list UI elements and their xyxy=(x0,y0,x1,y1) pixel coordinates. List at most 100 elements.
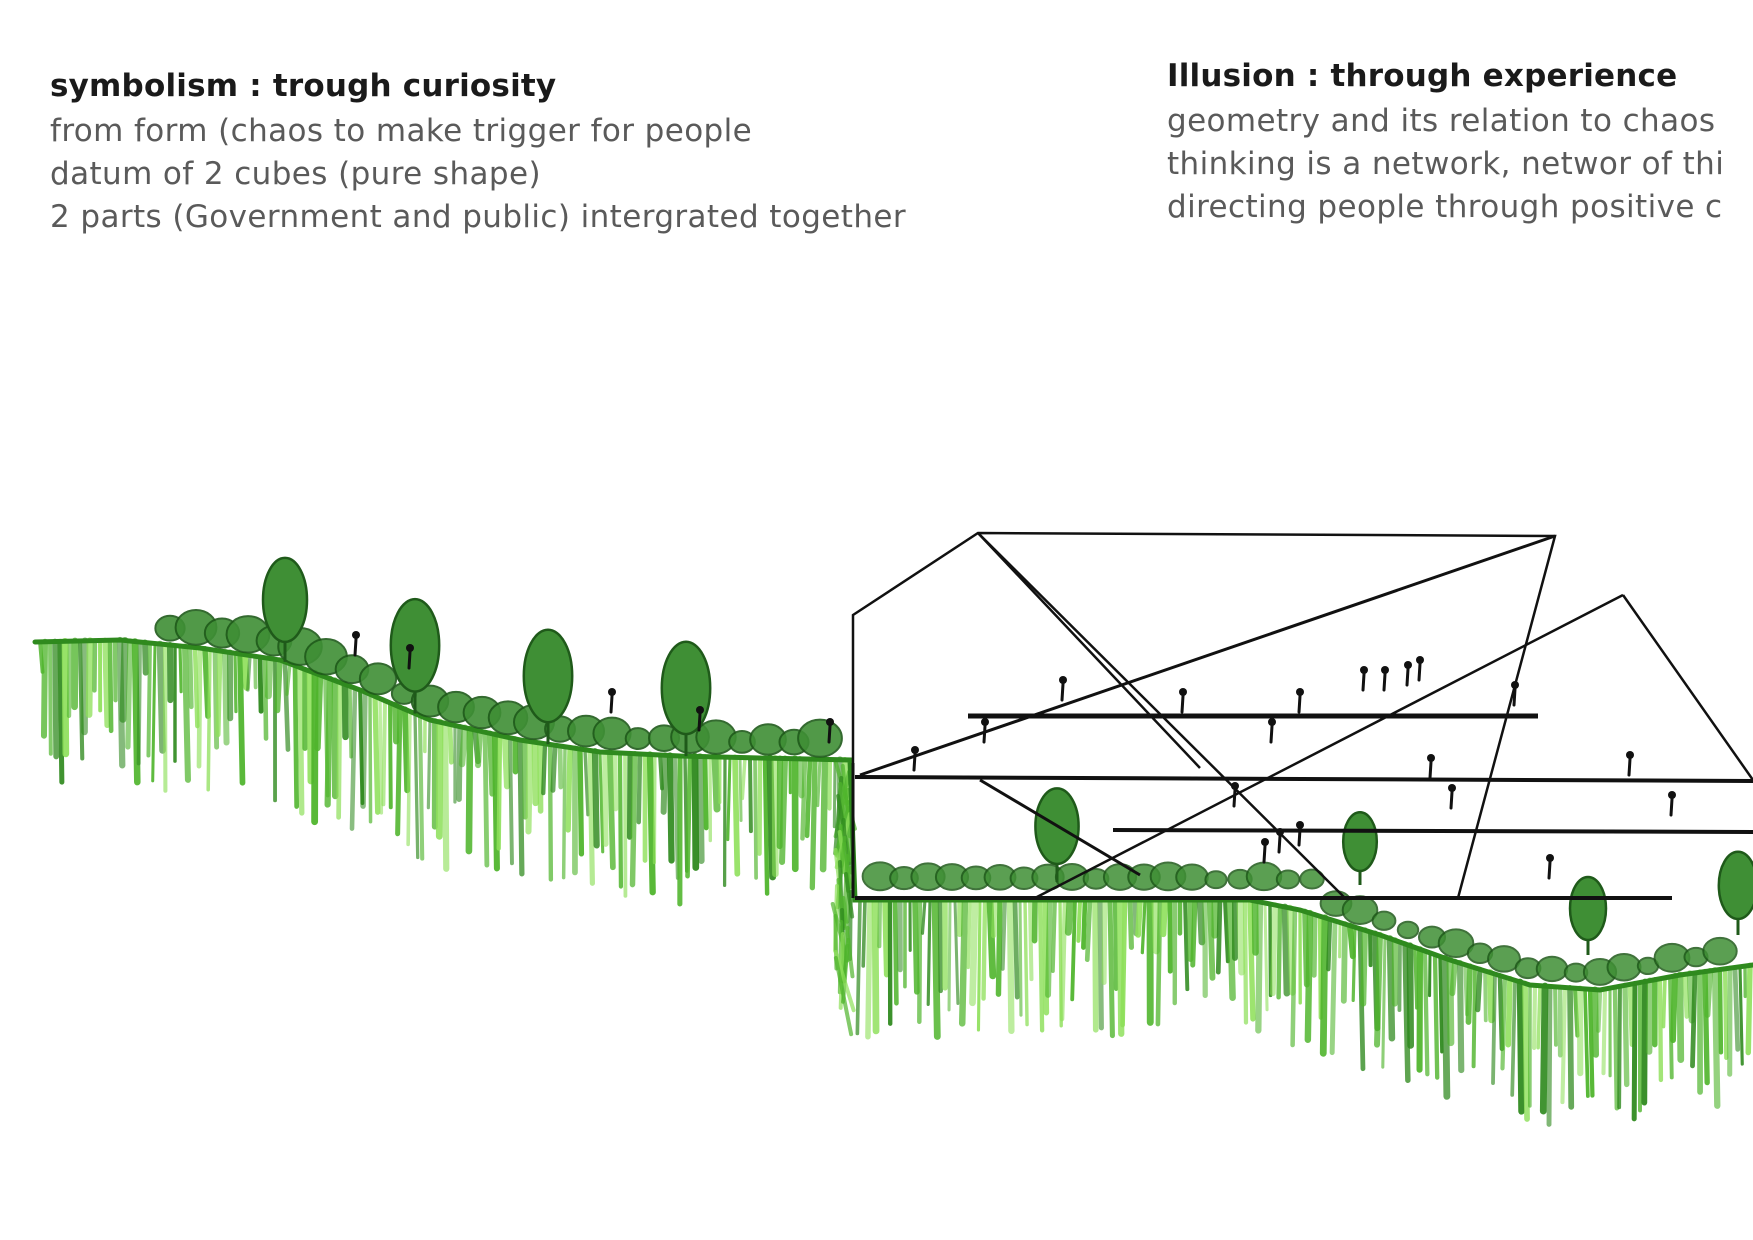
grass-streak xyxy=(550,742,558,793)
grass-streak xyxy=(107,637,114,734)
shrub-cluster xyxy=(154,609,1738,986)
grass-streak xyxy=(1155,897,1163,1027)
grass-streak xyxy=(800,756,808,841)
grass-streak xyxy=(947,898,952,1012)
person-body xyxy=(1262,844,1267,864)
person-head xyxy=(1404,661,1412,669)
grass-streak xyxy=(636,751,643,825)
grass-streak xyxy=(816,757,822,808)
grass-streak xyxy=(1397,940,1402,1012)
person-head xyxy=(1416,656,1424,664)
grass-streak xyxy=(1140,898,1147,955)
grass-streak xyxy=(1596,987,1603,1033)
grass-streak xyxy=(865,897,873,1040)
shrub xyxy=(1299,868,1325,890)
shrub xyxy=(797,718,843,758)
shrub xyxy=(1437,928,1475,959)
grass-streak xyxy=(1255,898,1264,1034)
floor-slab-lower xyxy=(1112,828,1753,834)
grass-streak xyxy=(285,662,292,696)
person-body xyxy=(1232,788,1237,808)
tree-canopy xyxy=(261,556,309,644)
grass-streak xyxy=(57,638,65,785)
grass-streak xyxy=(1612,984,1620,1111)
grass-streak xyxy=(1622,982,1630,1088)
person-head xyxy=(1296,821,1304,829)
grass-streak xyxy=(1023,898,1029,1027)
person-body xyxy=(1382,672,1387,692)
grass-streak xyxy=(1657,976,1664,1083)
grass-streak xyxy=(1717,967,1724,1055)
symbolism-heading: symbolism : trough curiosity xyxy=(50,68,557,104)
grass-streak xyxy=(740,755,747,801)
grass-streak xyxy=(958,896,969,1027)
grass-streak xyxy=(206,647,212,792)
person-body xyxy=(1417,662,1422,682)
grass-streak xyxy=(691,753,700,871)
symbolism-line-1: from form (chaos to make trigger for peo… xyxy=(50,113,753,149)
grass-streak xyxy=(142,639,149,676)
grass-streak xyxy=(1281,903,1291,997)
grass-streak xyxy=(1081,897,1088,950)
person-body xyxy=(827,724,832,744)
grass-streak xyxy=(762,755,770,896)
grass-streak xyxy=(1236,896,1246,976)
grass-streak xyxy=(336,680,343,820)
grass-streak xyxy=(1465,963,1473,1025)
shrub xyxy=(1487,945,1521,973)
person-head xyxy=(1179,688,1187,696)
grass-streak xyxy=(1486,969,1495,1024)
grass-streak xyxy=(1381,935,1387,1069)
grass-streak xyxy=(991,897,998,939)
grass-streak xyxy=(1027,897,1034,982)
person-head xyxy=(1296,688,1304,696)
grass-streak xyxy=(264,655,274,700)
tree-canopy xyxy=(389,597,441,693)
person-body xyxy=(1277,834,1282,854)
grass-streak xyxy=(926,898,932,1006)
grass-streak xyxy=(531,738,540,807)
grass-streak xyxy=(577,746,585,857)
grass-streak xyxy=(583,748,590,817)
person-head xyxy=(1546,854,1554,862)
grass-streak xyxy=(1475,966,1483,1013)
person-body xyxy=(1512,687,1517,707)
grass-streak xyxy=(292,663,300,809)
grass-streak xyxy=(360,689,368,809)
grass-streak xyxy=(1702,968,1710,1086)
grass-streak xyxy=(262,655,269,741)
grass-streak xyxy=(1222,897,1230,964)
grass-streak xyxy=(981,897,988,1001)
person-body xyxy=(1547,860,1552,880)
grass-streak xyxy=(233,651,238,714)
grass-streak xyxy=(1446,956,1455,1047)
grass-streak xyxy=(912,897,920,995)
grass-streak xyxy=(1070,898,1077,1002)
grass-streak xyxy=(1583,987,1590,1098)
grass-streak xyxy=(1531,983,1538,1051)
grass-streak xyxy=(832,758,837,829)
floor-slab-middle xyxy=(854,775,1753,783)
grass-streak xyxy=(1270,902,1278,997)
grass-streak xyxy=(617,750,624,889)
shrub xyxy=(1204,870,1228,890)
ramp-diagonal-lower xyxy=(979,778,1141,877)
grass-streak xyxy=(537,740,544,814)
grass-streak xyxy=(757,755,763,856)
grass-streak xyxy=(1722,966,1729,1060)
symbolism-line-2: datum of 2 cubes (pure shape) xyxy=(50,156,541,192)
shrub xyxy=(592,716,632,751)
grass-streak xyxy=(242,651,250,691)
grass-streak xyxy=(673,753,680,880)
grass-streak xyxy=(931,896,941,1040)
grass-streak xyxy=(487,730,496,797)
illusion-line-2: thinking is a network, networ of thi xyxy=(1167,146,1725,182)
grass-streak xyxy=(348,684,353,759)
grass-streak xyxy=(426,718,432,810)
grass-streak xyxy=(541,741,548,796)
shrub xyxy=(1396,920,1420,940)
grass-streak xyxy=(178,644,183,694)
grass-streak xyxy=(976,898,982,1032)
grass-streak xyxy=(1413,945,1419,1010)
grass-streak xyxy=(1500,975,1508,1071)
